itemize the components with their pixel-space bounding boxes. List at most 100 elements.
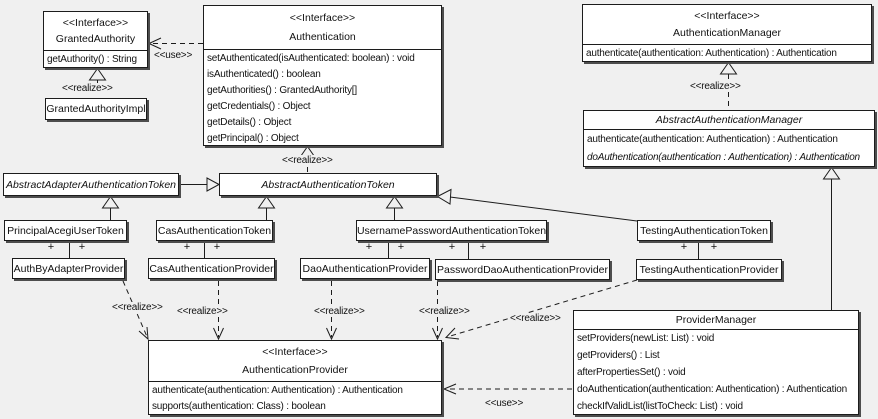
multiplicity-plus: + <box>78 241 86 253</box>
realize-authentication-manager-label: <<realize>> <box>688 81 743 92</box>
class-provider-manager[interactable]: ProviderManager setProviders(newList: Lis… <box>573 310 859 415</box>
method-label: getCredentials() : Object <box>207 100 311 112</box>
class-name: DaoAuthenticationProvider <box>302 262 428 275</box>
class-title: TestingAuthenticationProvider <box>637 260 781 279</box>
class-title: AbstractAdapterAuthenticationToken <box>4 174 178 195</box>
method-label: isAuthenticated() : boolean <box>207 68 321 80</box>
class-title: AbstractAuthenticationToken <box>220 174 436 195</box>
class-name: AbstractAuthenticationToken <box>261 178 395 191</box>
class-title: GrantedAuthorityImpl <box>46 99 146 119</box>
multiplicity-plus: + <box>47 241 55 253</box>
realize-granted-authority-label: <<realize>> <box>60 83 115 94</box>
realize-auth-by-adapter-label: <<realize>> <box>110 302 165 313</box>
method-label: afterPropertiesSet() : void <box>577 367 686 378</box>
methods-compartment: setProviders(newList: List) : void getPro… <box>574 329 858 415</box>
class-name: GrantedAuthorityImpl <box>46 103 146 115</box>
method-label: authenticate(authentication: Authenticat… <box>152 384 403 396</box>
class-name: PasswordDaoAuthenticationProvider <box>436 263 608 276</box>
class-name: PrincipalAcegiUserToken <box>7 224 124 237</box>
multiplicity-plus: + <box>183 241 191 253</box>
multiplicity-plus: + <box>479 241 487 253</box>
class-title: PrincipalAcegiUserToken <box>5 221 126 240</box>
class-principal-acegi-user-token[interactable]: PrincipalAcegiUserToken <box>4 220 127 241</box>
class-title: <<Interface>>AuthenticationManager <box>583 5 871 44</box>
generalization-cas-token <box>257 195 276 220</box>
method-label: getAuthorities() : GrantedAuthority[] <box>207 84 357 96</box>
multiplicity-plus: + <box>680 241 688 253</box>
realize-password-dao-provider-label: <<realize>> <box>417 306 472 317</box>
realize-testing-provider-label: <<realize>> <box>508 313 563 324</box>
class-title: <<Interface>> GrantedAuthority <box>44 12 147 50</box>
class-title: AuthByAdapterProvider <box>13 259 124 278</box>
class-authentication-provider[interactable]: <<Interface>> AuthenticationProvider authe… <box>148 340 442 415</box>
stereotype-label: <<Interface>> <box>62 16 129 29</box>
class-cas-authentication-provider[interactable]: CasAuthenticationProvider <box>148 258 275 279</box>
class-title: <<Interface>> AuthenticationProvider <box>149 341 441 381</box>
generalization-adapter-to-abstract-token <box>179 177 221 192</box>
stereotype-label: <<Interface>> <box>262 346 328 359</box>
multiplicity-plus: + <box>710 241 718 253</box>
use-edge-authentication-provider <box>442 383 572 395</box>
class-name: AuthByAdapterProvider <box>13 262 124 275</box>
realize-authentication-label: <<realize>> <box>280 155 335 166</box>
method-label: getProviders() : List <box>577 350 660 361</box>
class-name: TestingAuthenticationToken <box>640 224 768 237</box>
class-authentication-manager[interactable]: <<Interface>>AuthenticationManager authen… <box>582 4 872 62</box>
method-label: authenticate(authentication: Authenticat… <box>587 133 838 145</box>
use-edge-granted-authority <box>147 37 203 50</box>
class-title: DaoAuthenticationProvider <box>301 259 429 278</box>
multiplicity-plus: + <box>448 241 456 253</box>
method-label: authenticate(authentication: Authenticat… <box>586 48 837 59</box>
class-authentication[interactable]: <<Interface>>Authentication setAuthentica… <box>203 5 442 146</box>
class-name: GrantedAuthority <box>55 33 136 46</box>
realize-cas-provider-label: <<realize>> <box>175 306 230 317</box>
method-label: doAuthentication(authentication : Authen… <box>587 152 860 164</box>
method-label: setProviders(newList: List) : void <box>577 333 715 344</box>
method-label: supports(authentication: Class) : boolea… <box>152 401 326 413</box>
class-cas-authentication-token[interactable]: CasAuthenticationToken <box>156 220 273 241</box>
method-label: checkIfValidList(listToCheck: List) : vo… <box>577 401 743 412</box>
generalization-testing-token <box>436 188 638 222</box>
multiplicity-plus: + <box>365 241 373 253</box>
class-password-dao-authentication-provider[interactable]: PasswordDaoAuthenticationProvider <box>435 259 610 280</box>
realize-edge-testing-provider <box>444 279 638 340</box>
realize-dao-provider-label: <<realize>> <box>312 306 367 317</box>
class-abstract-adapter-authentication-token[interactable]: AbstractAdapterAuthenticationToken <box>3 173 179 196</box>
class-name: AbstractAuthenticationManager <box>655 114 803 126</box>
use-granted-authority-label: <<use>> <box>152 50 195 61</box>
multiplicity-plus: + <box>213 241 221 253</box>
class-testing-authentication-provider[interactable]: TestingAuthenticationProvider <box>636 259 782 280</box>
method-label: getDetails() : Object <box>207 116 292 128</box>
class-name: AbstractAdapterAuthenticationToken <box>5 178 177 191</box>
class-testing-authentication-token[interactable]: TestingAuthenticationToken <box>637 220 771 241</box>
class-title: CasAuthenticationProvider <box>149 259 274 278</box>
class-title: PasswordDaoAuthenticationProvider <box>436 260 609 279</box>
class-name: ProviderManager <box>675 314 757 326</box>
class-title: CasAuthenticationToken <box>157 221 272 240</box>
realize-edge-authentication-manager <box>719 61 738 110</box>
class-granted-authority-impl[interactable]: GrantedAuthorityImpl <box>45 98 147 120</box>
class-title: AbstractAuthenticationManager <box>584 111 874 129</box>
methods-compartment: setAuthenticated(isAuthenticated: boolea… <box>204 49 441 146</box>
class-name: TestingAuthenticationProvider <box>639 263 779 276</box>
class-dao-authentication-provider[interactable]: DaoAuthenticationProvider <box>300 258 430 279</box>
class-name: AuthenticationProvider <box>242 363 348 376</box>
class-abstract-authentication-manager[interactable]: AbstractAuthenticationManager authenticat… <box>583 110 875 167</box>
class-title: UsernamePasswordAuthenticationToken <box>357 221 546 240</box>
class-username-password-authentication-token[interactable]: UsernamePasswordAuthenticationToken <box>356 220 547 241</box>
generalization-username-password-token <box>385 195 404 220</box>
class-title: ProviderManager <box>574 311 858 329</box>
methods-compartment: authenticate(authentication: Authenticat… <box>584 129 874 167</box>
class-name: AuthenticationManager <box>673 27 781 39</box>
generalization-principal-token <box>101 195 120 220</box>
method-label: setAuthenticated(isAuthenticated: boolea… <box>207 52 415 64</box>
class-title: TestingAuthenticationToken <box>638 221 770 240</box>
class-title: <<Interface>>Authentication <box>204 6 441 49</box>
class-auth-by-adapter-provider[interactable]: AuthByAdapterProvider <box>12 258 125 279</box>
class-name: Authentication <box>289 30 356 43</box>
class-name: CasAuthenticationToken <box>157 224 272 237</box>
class-name: CasAuthenticationProvider <box>149 262 274 275</box>
class-abstract-authentication-token[interactable]: AbstractAuthenticationToken <box>219 173 437 196</box>
